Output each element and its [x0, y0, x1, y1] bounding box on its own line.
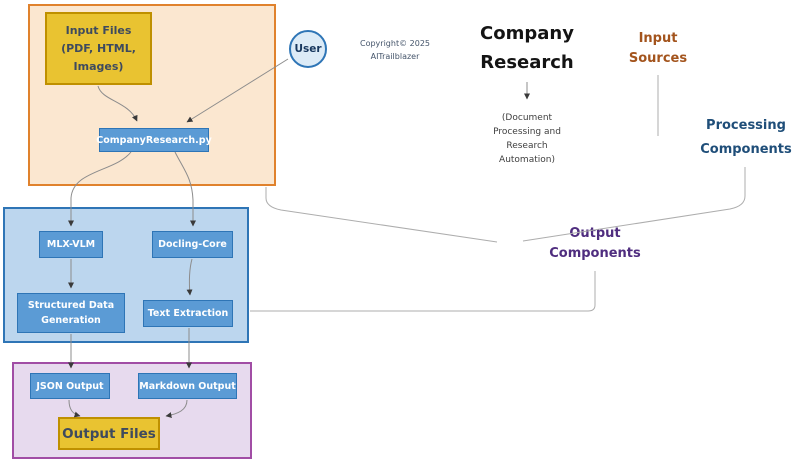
- diagram-subtitle-line1: (Document: [501, 113, 553, 123]
- structured-data-label-line1: Structured Data: [27, 300, 115, 311]
- structured-data-label-line2: Generation: [41, 315, 101, 326]
- mlx-vlm-label: MLX-VLM: [46, 239, 96, 250]
- output-files-label: Output Files: [62, 425, 156, 442]
- input-sources-label-line2: Sources: [628, 51, 688, 66]
- input-files-node: Input Files (PDF, HTML, Images): [45, 12, 152, 85]
- markdown-output-label: Markdown Output: [139, 380, 236, 392]
- output-components-label-line2: Components: [549, 246, 641, 261]
- output-components-label: Output Components: [547, 224, 643, 264]
- json-output-label: JSON Output: [36, 380, 104, 392]
- diagram-title-line2: Research: [480, 52, 574, 73]
- input-sources-label-line1: Input: [638, 31, 678, 46]
- copyright-text: Copyright© 2025 AITrailblazer: [350, 37, 440, 63]
- line-output-label-to-processing-container: [250, 271, 596, 312]
- user-label: User: [294, 43, 322, 55]
- user-node: User: [289, 30, 327, 68]
- copyright-line2: AITrailblazer: [370, 52, 420, 61]
- docling-core-label: Docling-Core: [158, 239, 227, 250]
- diagram-subtitle-line4: Automation): [499, 155, 555, 165]
- input-files-label-line2: (PDF, HTML,: [61, 41, 136, 55]
- text-extraction-label: Text Extraction: [147, 308, 229, 319]
- processing-components-label-line1: Processing: [706, 118, 786, 133]
- text-extraction-node: Text Extraction: [143, 300, 233, 327]
- input-files-label-line3: Images): [73, 59, 124, 73]
- mlx-vlm-node: MLX-VLM: [39, 231, 103, 258]
- copyright-line1: Copyright© 2025: [360, 39, 430, 48]
- company-research-script-label: CompanyResearch.py: [96, 134, 212, 146]
- output-components-label-line1: Output: [569, 226, 621, 241]
- processing-components-label: Processing Components: [697, 114, 795, 162]
- structured-data-generation-node: Structured Data Generation: [17, 293, 125, 333]
- output-files-node: Output Files: [58, 417, 160, 450]
- json-output-node: JSON Output: [30, 373, 110, 399]
- diagram-subtitle-line2: Processing and: [493, 127, 561, 137]
- input-files-label-line1: Input Files: [65, 23, 132, 37]
- diagram-subtitle-line3: Research: [506, 141, 548, 151]
- diagram-subtitle: (Document Processing and Research Automa…: [472, 111, 582, 167]
- markdown-output-node: Markdown Output: [138, 373, 237, 399]
- line-input-container-to-output-label: [265, 187, 498, 243]
- diagram-title-line1: Company: [480, 23, 574, 44]
- processing-components-label-line2: Components: [700, 142, 792, 157]
- company-research-script-node: CompanyResearch.py: [96, 128, 212, 152]
- input-sources-label: Input Sources: [619, 29, 697, 69]
- docling-core-node: Docling-Core: [152, 231, 233, 258]
- diagram-title: Company Research: [462, 19, 592, 77]
